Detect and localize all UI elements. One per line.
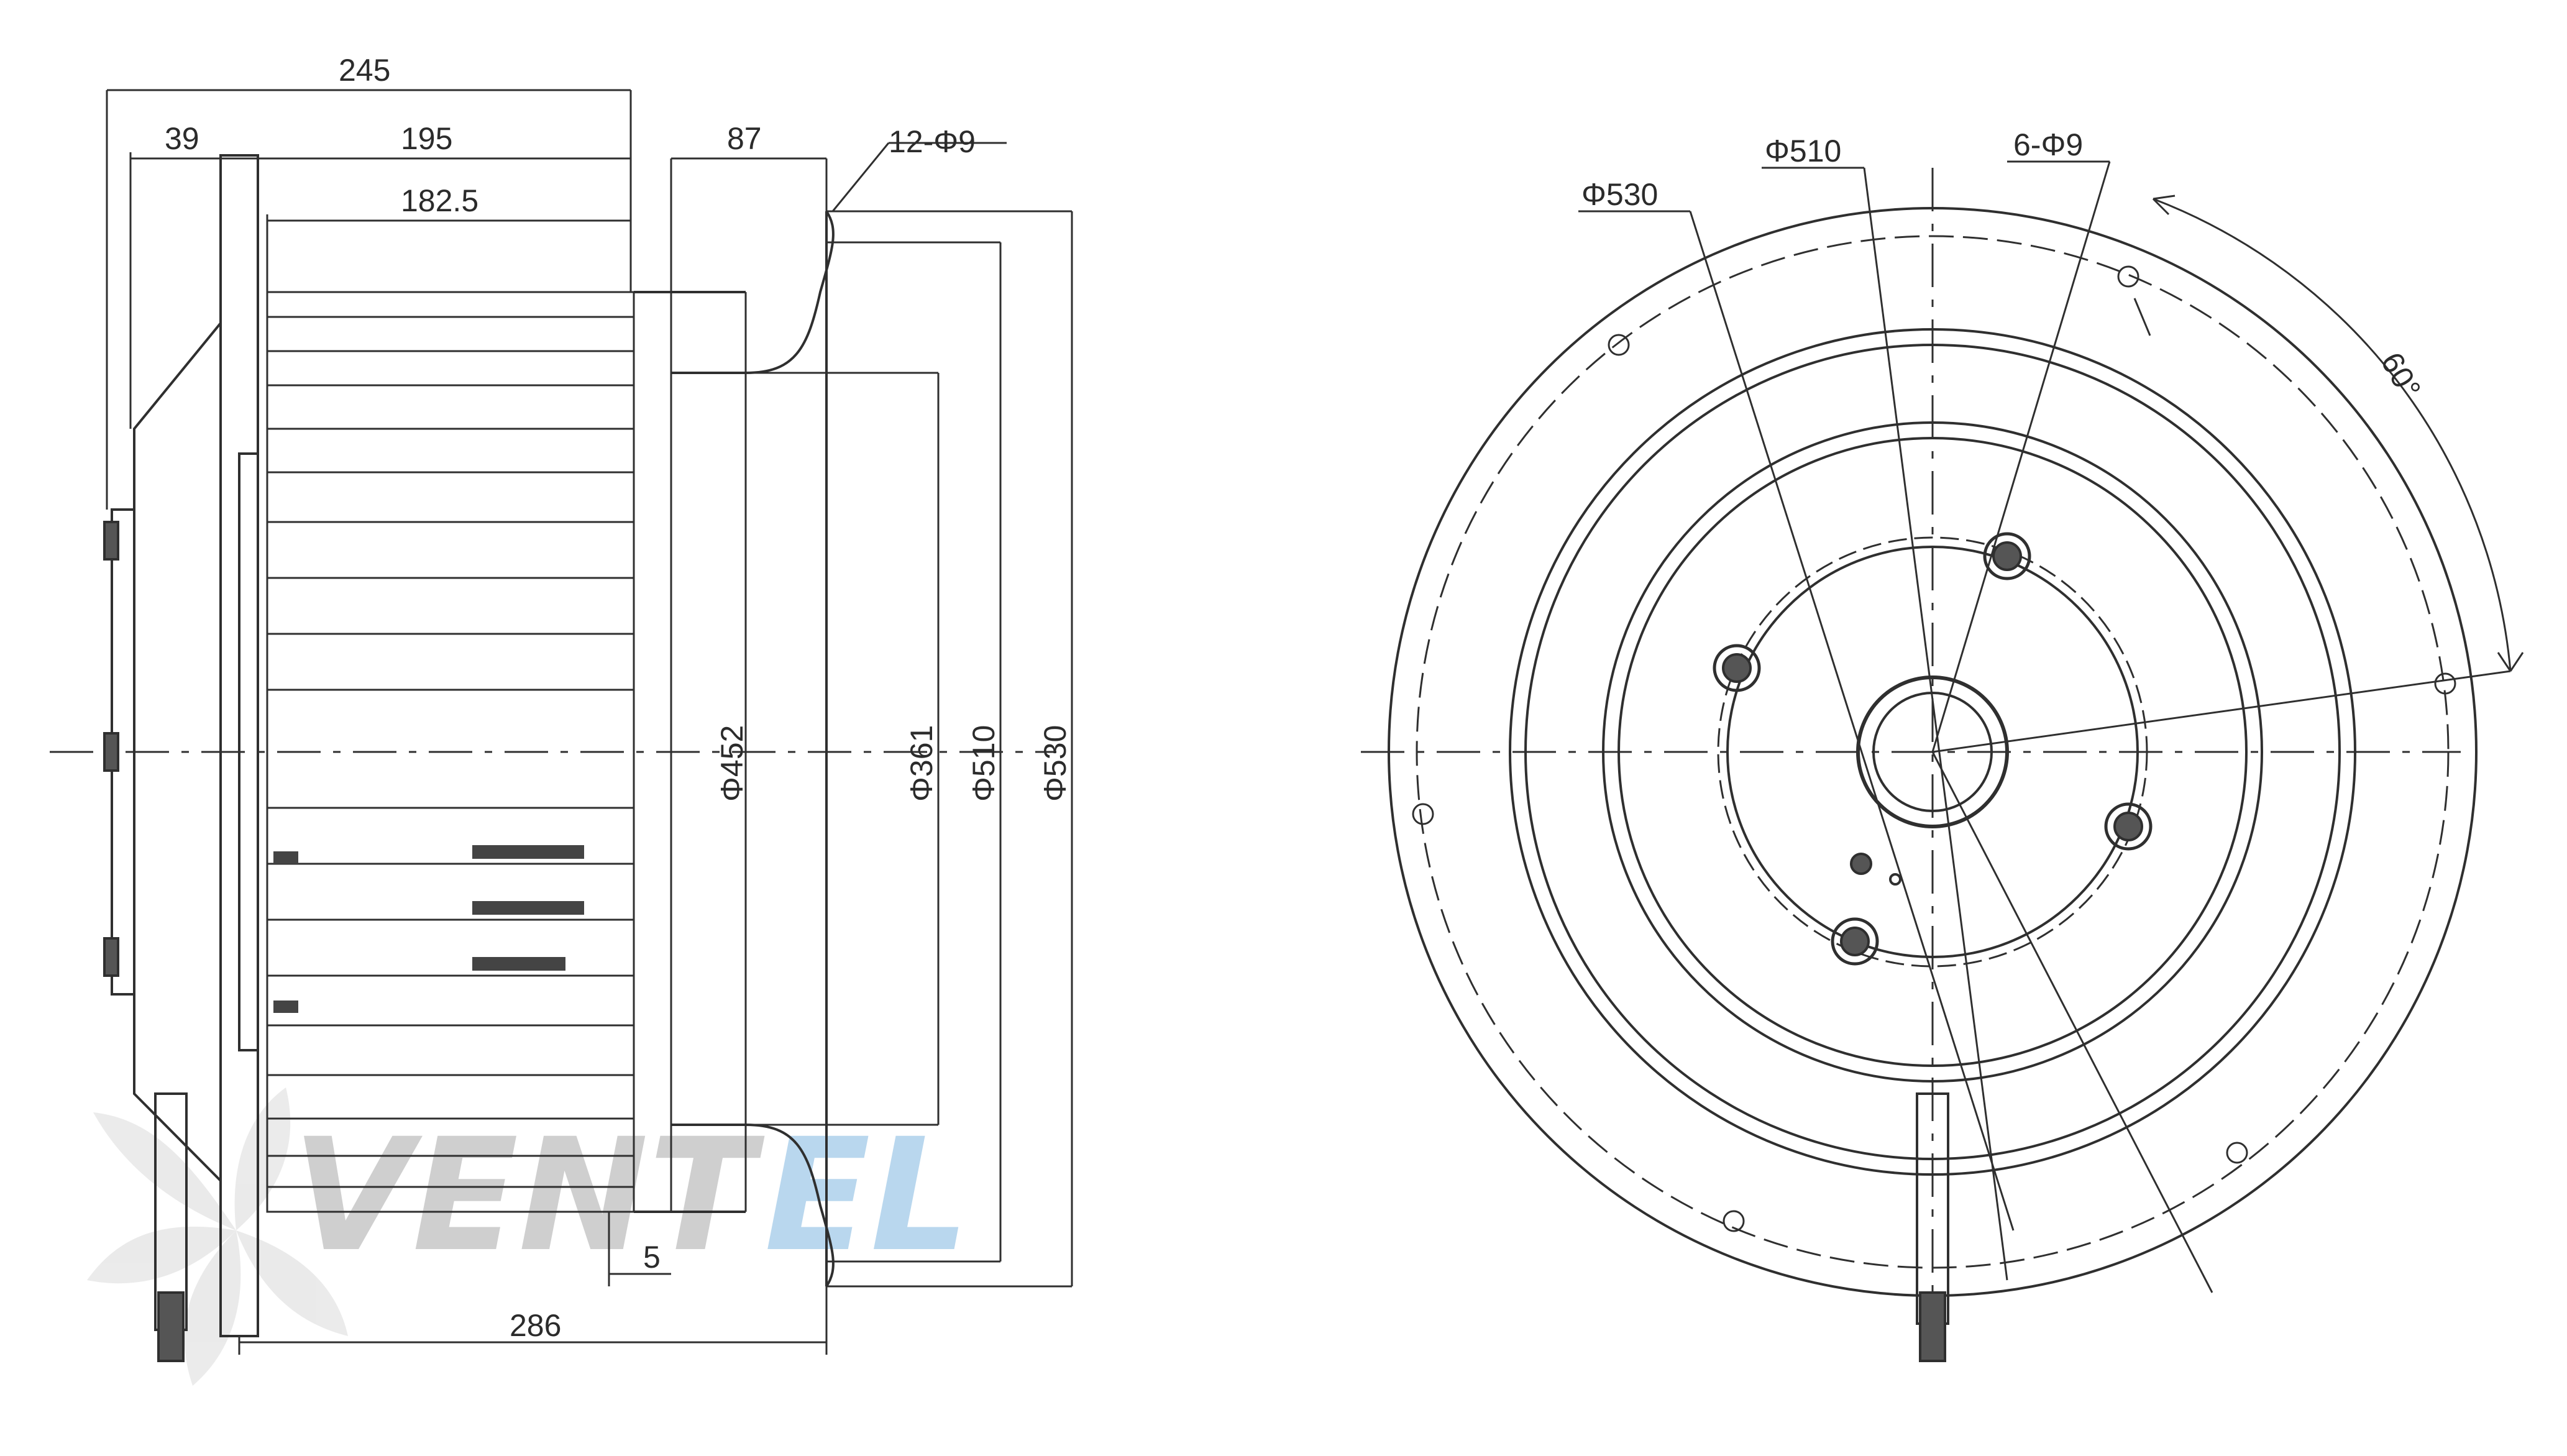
front-leaders: [1578, 160, 2511, 1293]
dim-outer-dia: Φ530: [1581, 177, 1658, 212]
cable-outlet-front: [1916, 1092, 1949, 1362]
internal-motor-detail: [273, 845, 584, 1013]
watermark: VENT EL: [87, 1087, 969, 1386]
dim-total-length: 245: [339, 53, 390, 88]
dim-gap: 5: [643, 1240, 661, 1275]
side-bottom-dimensions: [238, 1212, 828, 1355]
angle-arrow-bottom: [2497, 652, 2524, 672]
dim-inlet-holes: 12-Φ9: [889, 124, 976, 159]
hub-inner-circle: [1618, 437, 2248, 1067]
watermark-text-part1: VENT: [292, 1105, 765, 1286]
side-right-dimensions: [744, 210, 1073, 1288]
dim-inlet-depth: 87: [727, 121, 762, 156]
dim-body-length: 195: [401, 121, 452, 156]
watermark-text-part2: EL: [764, 1105, 969, 1286]
front-view: Φ530 Φ510 6-Φ9 60°: [1361, 127, 2524, 1362]
inlet-inner-circle: [1524, 344, 2341, 1160]
inlet-outer-circle: [1509, 328, 2356, 1176]
side-view: 245 39 195 182.5 87 12-Φ9 Φ452 Φ361 Φ510…: [50, 53, 1073, 1362]
dim-front-holes: 6-Φ9: [2013, 127, 2083, 162]
flange-holes: [1412, 265, 2456, 1232]
flange-pitch-circle: [1416, 235, 2450, 1269]
dim-flange-dia: Φ530: [1038, 725, 1073, 802]
cable-outlet: [154, 1092, 188, 1362]
angle-arrow-top: [2152, 195, 2176, 216]
hub-outer-circle: [1602, 421, 2263, 1083]
impeller-blades: [266, 291, 635, 1213]
side-top-dimensions: [106, 89, 1007, 510]
dim-overall: 286: [510, 1308, 561, 1343]
motor-rotor-housing: [238, 452, 259, 1051]
dim-inner-dia: Φ452: [715, 725, 749, 802]
motor-circle: [1726, 546, 2139, 958]
dim-throat-dia: Φ361: [904, 725, 939, 802]
shaft-outer-circle: [1856, 675, 2009, 828]
dim-flange-offset: 39: [165, 121, 199, 156]
motor-flange-plate: [103, 319, 222, 1184]
dim-angle: 60°: [2374, 347, 2427, 405]
dim-pitch-dia: Φ510: [966, 725, 1001, 802]
motor-bolt-holes: [1713, 532, 2153, 966]
angle-arc: [2153, 198, 2512, 672]
dim-front-pitch-dia: Φ510: [1765, 134, 1841, 168]
inlet-ring: [634, 210, 835, 1288]
watermark-fan-logo-icon: [87, 1087, 348, 1386]
motor-bolt-circle: [1717, 536, 2148, 968]
dim-impeller-length: 182.5: [401, 183, 478, 218]
